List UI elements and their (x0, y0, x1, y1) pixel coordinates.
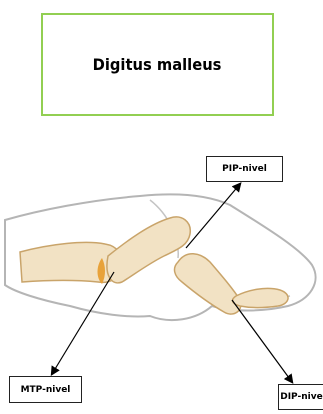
dip-label: DIP-nivel (278, 384, 323, 410)
dip-arrow (232, 300, 292, 382)
pip-arrow (186, 184, 240, 248)
mtp-label: MTP-nivel (9, 376, 82, 403)
mtp-arrow (52, 272, 114, 374)
pip-label: PIP-nivel (206, 156, 283, 182)
distal-phalanx-bone (233, 288, 289, 307)
middle-phalanx-bone (175, 254, 241, 314)
